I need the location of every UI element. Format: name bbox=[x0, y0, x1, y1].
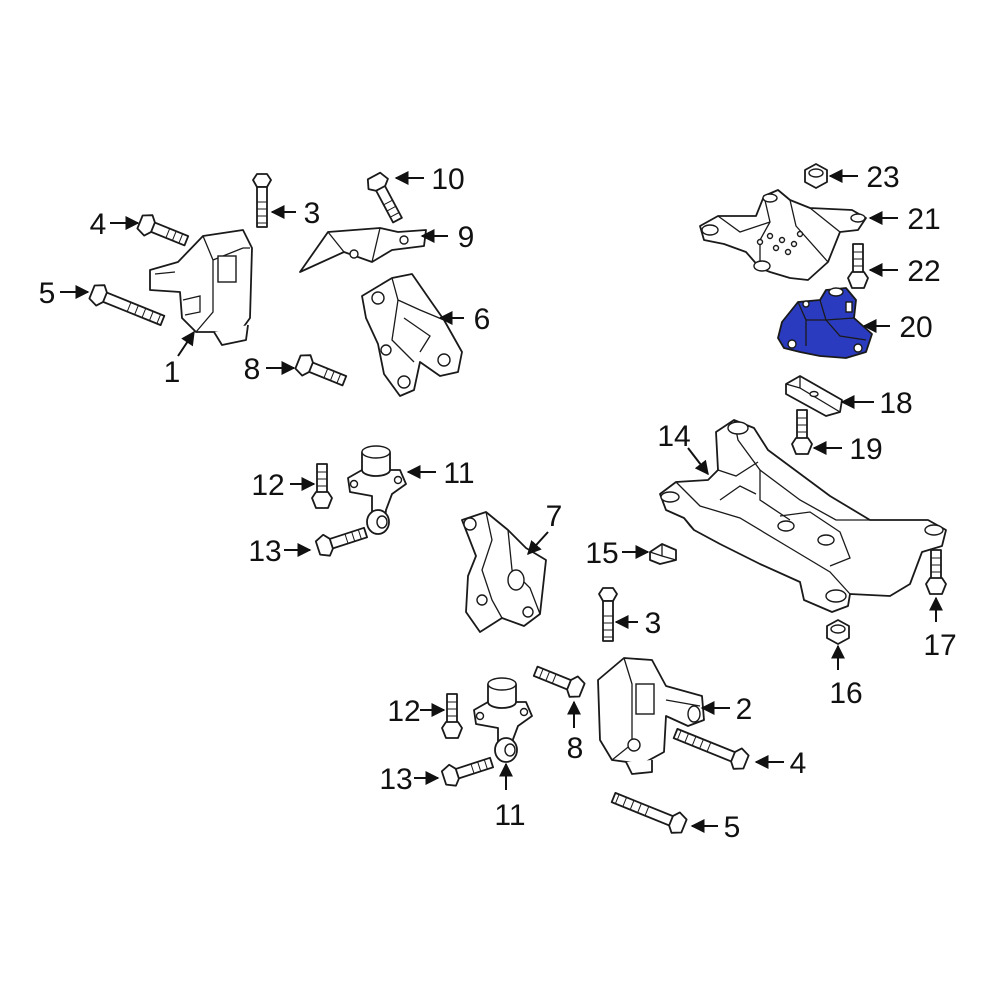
part-6-bracket bbox=[361, 273, 463, 397]
callout-15: 15 bbox=[585, 537, 618, 570]
bolt-4-upper bbox=[134, 210, 192, 252]
callout-21: 21 bbox=[907, 203, 940, 236]
part-14-subframe bbox=[659, 419, 947, 613]
part-18-spacer-plate bbox=[785, 375, 843, 417]
callout-6: 6 bbox=[474, 303, 491, 336]
callout-4-lower: 4 bbox=[790, 747, 807, 780]
bolt-13-upper bbox=[313, 521, 370, 560]
callout-23: 23 bbox=[866, 161, 899, 194]
bolt-10 bbox=[363, 169, 409, 227]
callout-3-upper: 3 bbox=[304, 197, 321, 230]
callout-19: 19 bbox=[849, 433, 882, 466]
part-1-engine-mount-left bbox=[149, 229, 253, 346]
callout-4-upper: 4 bbox=[90, 208, 107, 241]
bolt-13-lower bbox=[439, 751, 496, 790]
callout-8-lower: 8 bbox=[567, 732, 584, 765]
callout-13-lower: 13 bbox=[379, 763, 412, 796]
callout-12-upper: 12 bbox=[251, 469, 284, 502]
callout-10: 10 bbox=[431, 163, 464, 196]
callout-2: 2 bbox=[736, 693, 753, 726]
callout-18: 18 bbox=[879, 387, 912, 420]
bolt-8-upper bbox=[292, 350, 350, 392]
leader-14 bbox=[687, 447, 709, 476]
bolt-12-upper bbox=[311, 463, 333, 509]
callout-12-lower: 12 bbox=[387, 695, 420, 728]
callout-11-lower: 11 bbox=[494, 799, 525, 832]
callout-14: 14 bbox=[657, 420, 690, 453]
callout-9: 9 bbox=[458, 221, 475, 254]
callout-7: 7 bbox=[546, 500, 563, 533]
callout-16: 16 bbox=[829, 677, 862, 710]
bolt-4-lower bbox=[670, 722, 752, 774]
callout-labels: 1 2 3 3 4 4 5 5 6 7 8 8 9 10 11 11 12 12… bbox=[39, 161, 957, 844]
callout-1: 1 bbox=[164, 356, 181, 389]
nut-23 bbox=[804, 163, 828, 189]
part-11-torque-link-upper bbox=[347, 445, 407, 535]
bolt-19 bbox=[791, 409, 813, 455]
callout-8-upper: 8 bbox=[244, 353, 261, 386]
callout-17: 17 bbox=[923, 629, 956, 662]
bolt-17 bbox=[925, 549, 947, 595]
callout-11-upper: 11 bbox=[443, 457, 474, 490]
part-9-shield-plate bbox=[299, 227, 427, 273]
part-21-crossmember-bracket bbox=[699, 189, 867, 281]
part-2-engine-mount-right bbox=[597, 657, 705, 775]
callout-13-upper: 13 bbox=[248, 535, 281, 568]
part-20-transmission-mount bbox=[777, 287, 873, 359]
bolt-22 bbox=[847, 243, 869, 289]
callout-5-upper: 5 bbox=[39, 277, 56, 310]
nut-16 bbox=[826, 619, 850, 645]
part-15-clip bbox=[649, 543, 677, 565]
callout-5-lower: 5 bbox=[724, 811, 741, 844]
leader-1 bbox=[177, 330, 195, 357]
part-11-torque-link-lower bbox=[473, 677, 533, 763]
bolt-8-lower bbox=[530, 660, 588, 702]
leader-7 bbox=[527, 531, 549, 556]
callout-20: 20 bbox=[899, 311, 932, 344]
bolt-5-lower bbox=[608, 786, 690, 838]
part-7-bracket bbox=[461, 511, 547, 633]
callout-3-lower: 3 bbox=[645, 607, 662, 640]
leader-lines bbox=[60, 169, 943, 833]
bolt-3-upper bbox=[252, 173, 272, 228]
callout-22: 22 bbox=[907, 255, 940, 288]
bolt-12-lower bbox=[441, 693, 463, 739]
bolt-3-lower bbox=[598, 587, 618, 642]
